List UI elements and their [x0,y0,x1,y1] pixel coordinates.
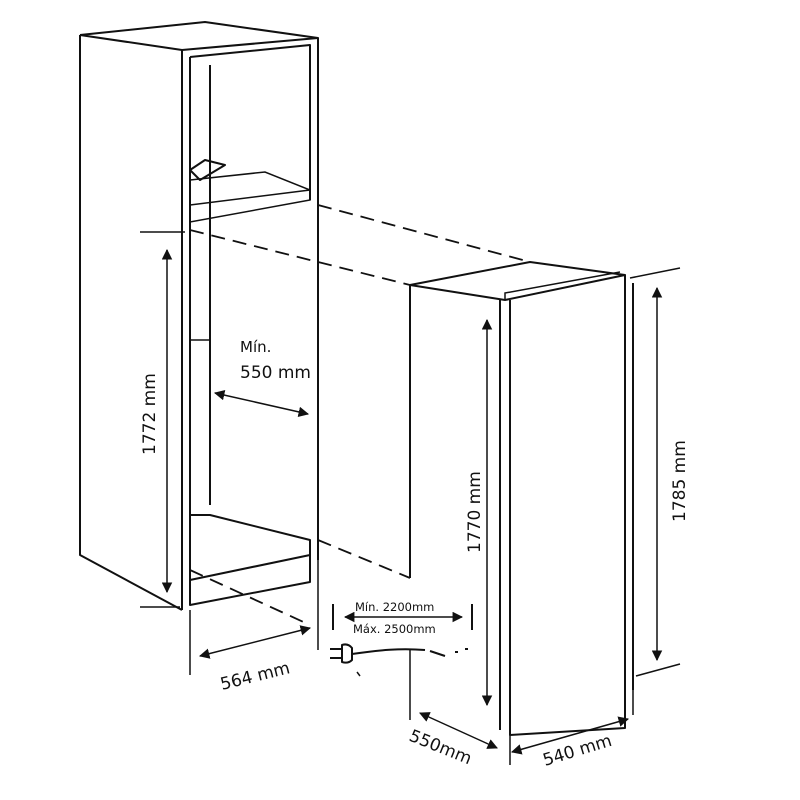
label-total-height: 1785 mm [670,440,690,522]
dimension-1785 [629,267,681,677]
label-min-prefix: Mín. [240,338,271,356]
dimension-1772 [140,231,185,608]
power-plug-icon [330,643,468,677]
dimension-540 [509,690,634,765]
label-cable-min: Mín. 2200mm [355,600,434,614]
label-appliance-width: 540 mm [541,731,615,771]
dimension-564 [189,560,319,675]
dimension-550-appliance [409,650,498,749]
label-cable-max: Máx. 2500mm [353,622,436,636]
label-body-height: 1770 mm [465,471,485,553]
cabinet-niche [79,21,319,611]
label-niche-depth: 550 mm [240,363,311,383]
dimension-cable [332,604,473,630]
refrigerator-appliance [409,261,634,736]
dimension-550-niche [213,389,310,418]
label-niche-width: 564 mm [218,658,292,695]
label-niche-height: 1772 mm [140,373,160,455]
projection-lines [189,204,531,626]
vent-grille-icon [189,159,226,181]
